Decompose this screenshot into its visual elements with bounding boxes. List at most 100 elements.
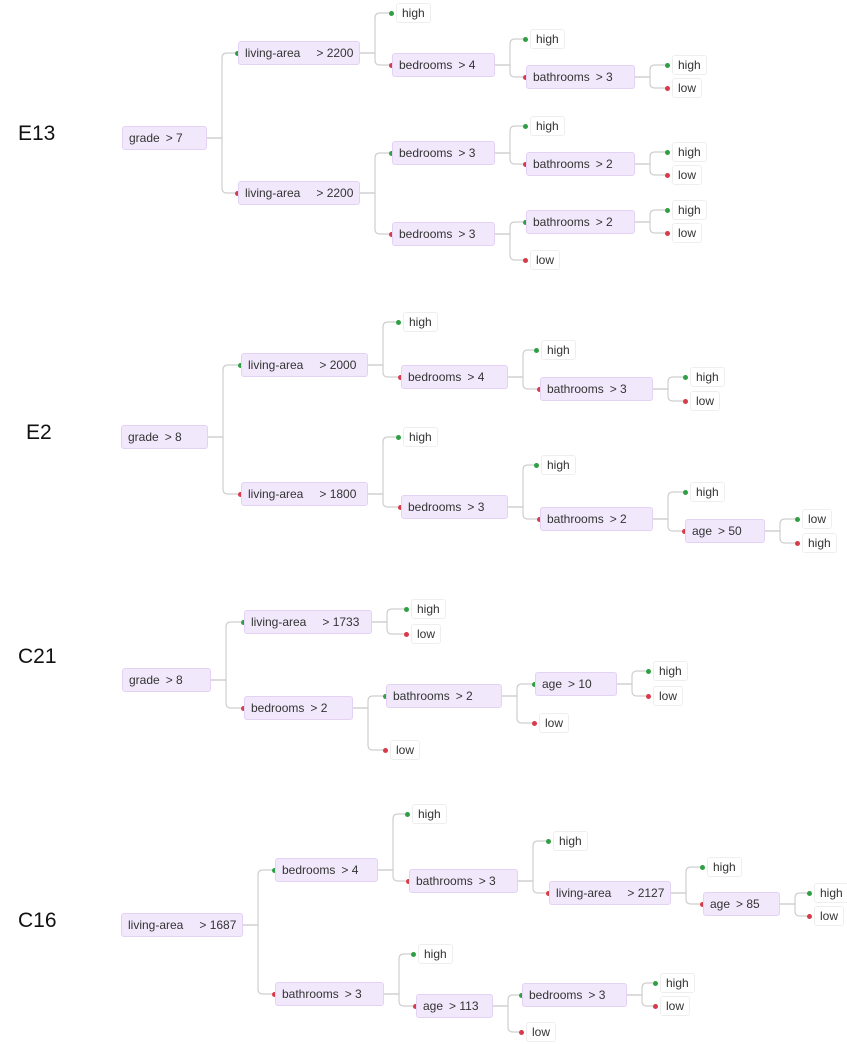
node-condition: > 3	[458, 146, 476, 160]
branch-dot	[682, 398, 688, 404]
tree-node: bedrooms > 3	[392, 141, 495, 165]
branch-dot	[240, 705, 246, 711]
node-feature: living-area	[128, 918, 184, 932]
node-feature: living-area	[245, 186, 301, 200]
tree-leaf-high: high	[672, 55, 707, 75]
tree-edge	[502, 695, 532, 724]
tree-leaf-high: high	[802, 533, 837, 553]
branch-dot	[404, 811, 410, 817]
node-feature: bathrooms	[533, 70, 590, 84]
branch-dot	[522, 74, 528, 80]
tree-leaf-high: high	[541, 455, 576, 475]
tree-edge	[360, 12, 389, 54]
tree-edge	[508, 464, 534, 508]
tree-node: living-area > 1687	[121, 913, 243, 937]
branch-dot	[664, 85, 670, 91]
node-feature: bathrooms	[547, 382, 604, 396]
tree-node: bedrooms > 3	[522, 983, 627, 1007]
node-condition: > 2200	[316, 186, 354, 200]
branch-dot	[536, 516, 542, 522]
tree-leaf-high: high	[418, 944, 453, 964]
branch-dot	[545, 890, 551, 896]
tree-leaf-low: low	[672, 165, 703, 185]
branch-dot	[397, 374, 403, 380]
node-condition: > 2	[595, 157, 613, 171]
tree-leaf-high: high	[553, 831, 588, 851]
node-feature: bathrooms	[393, 689, 450, 703]
branch-dot	[533, 347, 539, 353]
branch-dot	[397, 504, 403, 510]
branch-dot	[271, 867, 277, 873]
tree-edge	[508, 506, 537, 520]
tree-edge	[653, 491, 683, 520]
branch-dot	[699, 864, 705, 870]
node-feature: bedrooms	[529, 988, 583, 1002]
tree-node: bedrooms> 3	[392, 222, 495, 246]
tree-edge	[211, 621, 241, 681]
tree-leaf-low: low	[530, 250, 561, 270]
tree-edge	[635, 64, 665, 78]
tree-node: bedrooms> 4	[275, 858, 378, 882]
tree-edge	[360, 192, 389, 235]
tree-label: E2	[26, 421, 52, 444]
tree-leaf-high: high	[653, 661, 688, 681]
branch-dot	[388, 150, 394, 156]
tree-edge	[635, 163, 665, 176]
tree-node: grade> 8	[121, 425, 208, 449]
branch-dot	[652, 980, 658, 986]
tree-node: living-area> 2200	[238, 41, 360, 65]
node-condition: > 2	[455, 689, 473, 703]
tree-leaf-high: high	[690, 367, 725, 387]
tree-leaf-high: high	[672, 142, 707, 162]
node-feature: grade	[129, 673, 160, 687]
tree-edge	[765, 518, 795, 532]
tree-edge	[208, 364, 238, 438]
node-feature: bedrooms	[282, 863, 336, 877]
branch-dot	[794, 516, 800, 522]
branch-dot	[682, 489, 688, 495]
node-condition: > 2	[609, 512, 627, 526]
tree-node: bathrooms > 2	[386, 684, 502, 708]
node-condition: > 1687	[199, 918, 237, 932]
tree-edge	[353, 707, 383, 751]
tree-node: bathrooms> 2	[526, 152, 635, 176]
tree-leaf-high: high	[412, 804, 447, 824]
node-feature: bathrooms	[547, 512, 604, 526]
branch-dot	[240, 619, 246, 625]
branch-dot	[271, 991, 277, 997]
node-feature: bedrooms	[399, 146, 453, 160]
tree-edge	[372, 608, 404, 623]
tree-label: C21	[18, 645, 57, 668]
branch-dot	[518, 992, 524, 998]
branch-dot	[645, 668, 651, 674]
tree-leaf-low: low	[802, 509, 833, 529]
tree-leaf-high: high	[707, 857, 742, 877]
tree-edge	[671, 892, 700, 905]
node-feature: living-area	[248, 487, 304, 501]
tree-edge	[780, 892, 807, 905]
node-feature: bathrooms	[533, 215, 590, 229]
tree-node: bathrooms > 2	[526, 210, 635, 234]
node-condition: > 3	[467, 500, 485, 514]
node-feature: grade	[129, 131, 160, 145]
node-feature: bedrooms	[399, 58, 453, 72]
node-feature: bedrooms	[399, 227, 453, 241]
branch-dot	[545, 838, 551, 844]
tree-node: bathrooms > 3	[540, 377, 653, 401]
tree-edge	[635, 209, 665, 223]
branch-dot	[645, 693, 651, 699]
tree-edge	[671, 866, 700, 894]
tree-node: bedrooms> 4	[401, 365, 508, 389]
node-condition: > 2127	[627, 886, 665, 900]
branch-dot	[382, 747, 388, 753]
tree-edge	[207, 137, 235, 194]
tree-edge	[368, 364, 398, 378]
tree-edge	[493, 1005, 519, 1033]
branch-dot	[237, 362, 243, 368]
tree-node: bathrooms> 3	[526, 65, 635, 89]
tree-leaf-high: high	[403, 312, 438, 332]
node-condition: > 3	[588, 988, 606, 1002]
tree-leaf-high: high	[541, 340, 576, 360]
node-condition: > 2	[595, 215, 613, 229]
node-condition: > 3	[609, 382, 627, 396]
